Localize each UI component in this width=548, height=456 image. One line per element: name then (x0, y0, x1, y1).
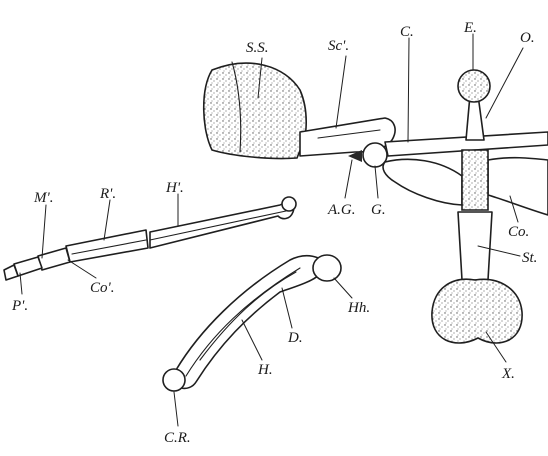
leader-r1 (104, 200, 110, 240)
label-sc1: Sc'. (328, 38, 349, 54)
xiphisternum-shape (432, 279, 522, 343)
sternum-shape (458, 212, 492, 280)
condylus-radialis (163, 369, 185, 391)
coracoid-right (488, 158, 548, 215)
label-g: G. (371, 202, 386, 218)
leader-co1 (68, 260, 96, 278)
leader-p1 (20, 273, 22, 294)
central-cartilage (462, 150, 488, 210)
label-m1: M'. (33, 190, 53, 206)
leader-c (408, 38, 409, 142)
leader-m1 (42, 205, 46, 258)
label-c: C. (400, 24, 414, 40)
label-p1: P'. (11, 298, 28, 314)
label-e: E. (463, 20, 477, 36)
label-o: O. (520, 30, 535, 46)
label-ag: A.G. (327, 202, 356, 218)
metacarpal-prime-shape (14, 257, 42, 276)
leader-ag (345, 160, 352, 198)
leader-d (282, 288, 292, 328)
coracoid-shape (383, 159, 462, 205)
humerus-head-hh (313, 255, 341, 281)
label-x: X. (501, 366, 515, 382)
radioulna-prime-shape (66, 230, 148, 262)
humerus-prime-shape (150, 203, 294, 248)
leader-sc1 (336, 56, 346, 128)
leader-cr (174, 392, 178, 426)
suprascapula-shape (204, 63, 306, 158)
humerus-shape (175, 256, 326, 389)
episternum-cartilage (458, 70, 490, 102)
label-r1: R'. (99, 186, 116, 202)
leader-h (242, 320, 262, 360)
label-cr: C.R. (164, 430, 191, 446)
leader-o (486, 48, 523, 118)
label-d: D. (287, 330, 303, 346)
label-st: St. (522, 250, 537, 266)
label-hh: Hh. (347, 300, 370, 316)
label-h: H. (257, 362, 273, 378)
humerus-prime-head (282, 197, 296, 211)
label-co1: Co'. (90, 280, 114, 296)
label-ss: S.S. (246, 40, 269, 56)
leader-g (375, 166, 378, 198)
leader-hh (334, 278, 352, 298)
label-co: Co. (508, 224, 529, 240)
label-h1: H'. (165, 180, 184, 196)
